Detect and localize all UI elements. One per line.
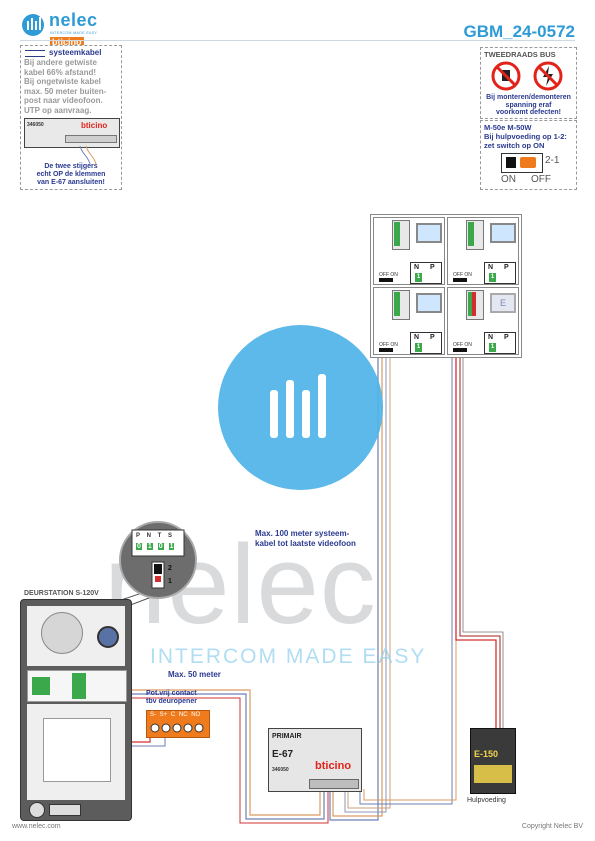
power-wire-red-1 [455,326,497,732]
cable-legend-icon [25,50,45,57]
zoom-circle [119,521,197,599]
header-divider [20,40,575,41]
no-voltage-icon [533,61,563,91]
no-plug-icon [491,61,521,91]
doorstation [20,599,132,821]
door-wire-orange [76,689,321,816]
bus-warning-text: Bij monteren/demonteren spanning eraf vo… [486,94,571,116]
power-supply-caption: Hulpvoeding [467,797,506,804]
cable-note: systeemkabel Bij andere getwiste kabel 6… [20,45,122,190]
power-supply: E-150 [470,728,516,794]
bus-warning: TWEEDRAADS BUS Bij monteren/demonteren s… [480,47,577,119]
interface-brand: bticino [315,760,352,772]
doorstation-label: DEURSTATION S-120V [24,590,99,597]
brand-tagline: INTERCOM MADE EASY [50,31,98,35]
brand-name: nelec [49,10,98,30]
switch-note-text: M-50e M-50W Bij hulpvoeding op 1-2: zet … [484,123,567,150]
door-wire-blue [76,693,325,820]
bell-button[interactable] [29,802,45,818]
monitor-screen-icon [416,293,442,313]
interface-primary-label: PRIMAIR [272,733,302,740]
watermark-tagline: INTERCOM MADE EASY [150,645,427,668]
door-wire-red [80,697,329,824]
max-50-label: Max. 50 meter [168,670,221,679]
relay-caption: Pot.vrij contact tbv deuropener [146,690,197,705]
zoom-values: 0 1 0 1 [136,543,175,550]
monitor-screen-letter: E [490,293,516,313]
stairwell-caption: De twee stijgers echt OP de klemmen van … [36,163,106,186]
power-wire-red-2 [459,326,501,732]
bus-title: TWEEDRAADS BUS [484,50,556,59]
zoom-switch-labels: 2 1 [168,565,172,585]
camera-lens-icon [97,626,119,648]
system-cable-label: Max. 100 meter systeem- kabel tot laatst… [255,529,356,548]
zoom-terminals: P N T S [136,533,172,539]
relay-module: S- S+ C NC NO [146,710,210,738]
e67-interface: PRIMAIR E-67 346050 bticino [268,728,362,792]
bottom-button[interactable] [49,804,81,816]
power-supply-model: E-150 [474,749,499,759]
bus-wire-blue-2 [344,237,387,813]
interface-model: E-67 [272,749,294,760]
interface-thumbnail: 346050 bticino [24,118,120,148]
footer-right: Copyright Nelec BV [521,823,583,830]
relay-terminals: S- S+ C NC NO [150,712,201,718]
watermark-bars-icon [270,374,326,438]
monitor-screen-icon [416,223,442,243]
switch-off-label: OFF [531,174,551,185]
speaker-icon [41,612,83,654]
power-wire-grey [462,326,504,732]
brand-sub: bticino [50,37,84,48]
switch-position: 2-1 [545,155,560,166]
doorstation-top [27,606,125,666]
cable-note-text: Bij andere getwiste kabel 66% afstand! B… [24,58,107,115]
doorstation-nameplate [27,704,125,800]
document-id: GBM_24-0572 [463,22,575,41]
monitor-screen-icon [490,223,516,243]
bus-wire-orange-2 [347,300,391,809]
interface-code: 346050 [272,767,289,773]
dip-switch-illustration [501,153,543,173]
bus-wire-orange-3 [363,299,462,801]
switch-on-label: ON [501,174,516,185]
footer-left[interactable]: www.nelec.com [12,823,61,830]
brand-logo[interactable]: nelec INTERCOM MADE EASY bticino [22,10,102,48]
doorstation-terminals [27,670,127,702]
brand-mark-icon [22,14,44,36]
switch-note: M-50e M-50W Bij hulpvoeding op 1-2: zet … [480,120,577,190]
cable-legend: systeemkabel [49,48,102,57]
watermark-circle [218,325,383,490]
